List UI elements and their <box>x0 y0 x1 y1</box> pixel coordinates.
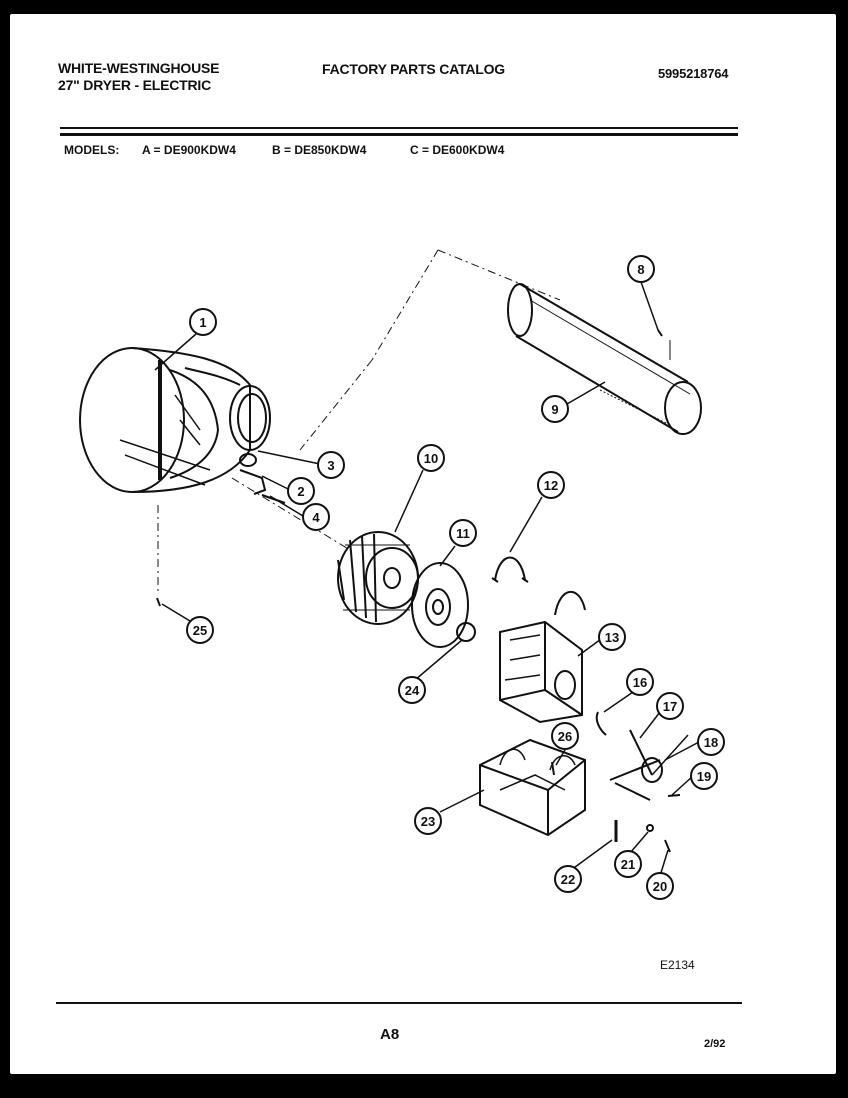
callout-20: 20 <box>646 872 674 900</box>
housing-screw <box>156 597 161 607</box>
callout-1: 1 <box>189 308 217 336</box>
callout-24: 24 <box>398 676 426 704</box>
svg-text:11: 11 <box>456 526 470 541</box>
svg-text:25: 25 <box>193 623 207 638</box>
svg-text:13: 13 <box>605 630 619 645</box>
svg-text:2: 2 <box>297 484 304 499</box>
catalog-number: 5995218764 <box>658 66 729 81</box>
motor-mount-bracket <box>479 738 586 837</box>
brand-name: WHITE-WESTINGHOUSE <box>58 60 220 76</box>
svg-text:8: 8 <box>637 262 644 277</box>
svg-text:23: 23 <box>421 814 435 829</box>
product-name: 27" DRYER - ELECTRIC <box>58 77 212 93</box>
paper-sheet <box>10 14 836 1074</box>
callout-23: 23 <box>414 807 442 835</box>
model-b: B = DE850KDW4 <box>272 143 367 157</box>
svg-text:10: 10 <box>424 451 438 466</box>
callout-18: 18 <box>697 728 725 756</box>
callout-17: 17 <box>656 692 684 720</box>
mount-screw <box>551 761 555 776</box>
svg-text:21: 21 <box>621 857 635 872</box>
svg-text:26: 26 <box>558 729 572 744</box>
callout-balloons: 1 2 3 4 8 9 10 11 12 13 16 17 18 19 20 2… <box>186 255 725 900</box>
mounting-clips <box>491 556 586 616</box>
callout-2: 2 <box>287 477 315 505</box>
motor-pulley-plate <box>411 562 469 648</box>
drive-motor <box>499 620 583 724</box>
blower-housing <box>79 347 271 493</box>
svg-text:9: 9 <box>551 402 558 417</box>
svg-text:17: 17 <box>663 699 677 714</box>
callout-19: 19 <box>690 762 718 790</box>
revision-date: 2/92 <box>704 1038 726 1050</box>
model-a: A = DE900KDW4 <box>142 143 236 157</box>
callout-8: 8 <box>627 255 655 283</box>
callout-4: 4 <box>302 503 330 531</box>
svg-text:20: 20 <box>653 879 667 894</box>
duct-screw <box>657 329 671 360</box>
svg-text:3: 3 <box>327 458 334 473</box>
bearing <box>456 622 476 642</box>
callout-21: 21 <box>614 850 642 878</box>
drawing-code: E2134 <box>660 958 695 972</box>
callout-16: 16 <box>626 668 654 696</box>
svg-text:18: 18 <box>704 735 718 750</box>
catalog-title: FACTORY PARTS CATALOG <box>322 61 505 77</box>
blower-wheel <box>337 531 419 625</box>
svg-text:16: 16 <box>633 675 647 690</box>
exhaust-duct <box>507 283 702 435</box>
footer-rule <box>56 1002 742 1004</box>
idler-spring-hardware <box>614 820 671 853</box>
duct-clamp-parts <box>239 453 286 504</box>
callout-22: 22 <box>554 865 582 893</box>
callout-12: 12 <box>537 471 565 499</box>
svg-text:12: 12 <box>544 478 558 493</box>
callout-9: 9 <box>541 395 569 423</box>
alignment-lines <box>157 249 561 595</box>
callout-13: 13 <box>598 623 626 651</box>
svg-text:19: 19 <box>697 769 711 784</box>
callout-25: 25 <box>186 616 214 644</box>
header-rule-bottom <box>60 133 738 136</box>
callout-10: 10 <box>417 444 445 472</box>
page-number: A8 <box>380 1026 400 1043</box>
callout-26: 26 <box>551 722 579 750</box>
callout-leaders <box>154 281 700 877</box>
callout-11: 11 <box>449 519 477 547</box>
header-rule-top <box>60 127 738 129</box>
svg-text:1: 1 <box>199 315 206 330</box>
model-c: C = DE600KDW4 <box>410 143 505 157</box>
svg-text:22: 22 <box>561 872 575 887</box>
idler-arm-assembly <box>595 711 689 801</box>
svg-text:4: 4 <box>312 510 320 525</box>
svg-text:24: 24 <box>405 683 420 698</box>
models-label: MODELS: <box>64 143 120 157</box>
callout-3: 3 <box>317 451 345 479</box>
